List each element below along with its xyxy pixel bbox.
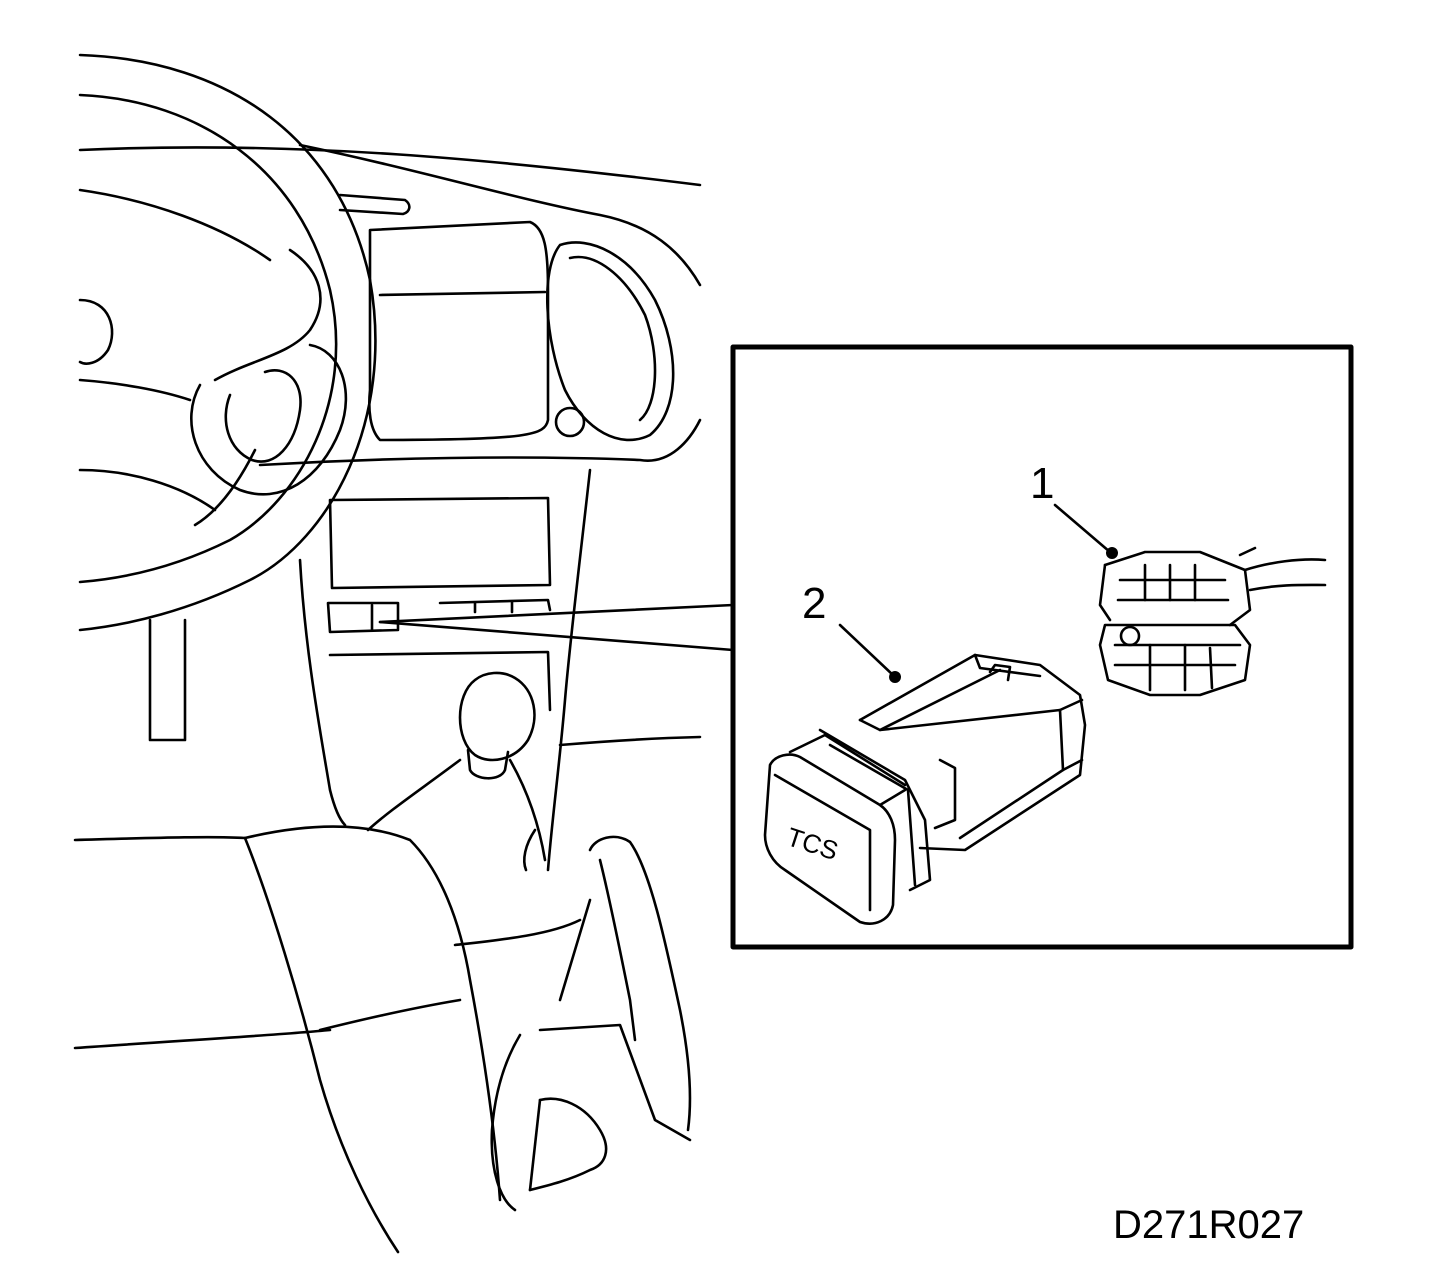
figure-code: D271R027 (1113, 1203, 1304, 1247)
callout-2-dot (889, 671, 901, 683)
gear-lever (366, 671, 547, 872)
center-console (453, 835, 692, 1212)
leader-lines (378, 603, 735, 652)
callout-number-2: 2 (802, 579, 826, 628)
callout-number-1: 1 (1030, 459, 1054, 508)
dashboard (78, 143, 702, 872)
switch-label: TCS (783, 821, 842, 866)
callout-2-leader (838, 623, 895, 677)
inset-frame (730, 344, 1354, 950)
connector (1098, 546, 1327, 697)
seat (73, 825, 502, 1254)
tcs-switch: TCS (763, 653, 1087, 925)
callout-1-leader (1053, 503, 1112, 554)
callout-1-dot (1106, 547, 1118, 559)
detail-inset: TCS 1 2 (730, 344, 1354, 950)
